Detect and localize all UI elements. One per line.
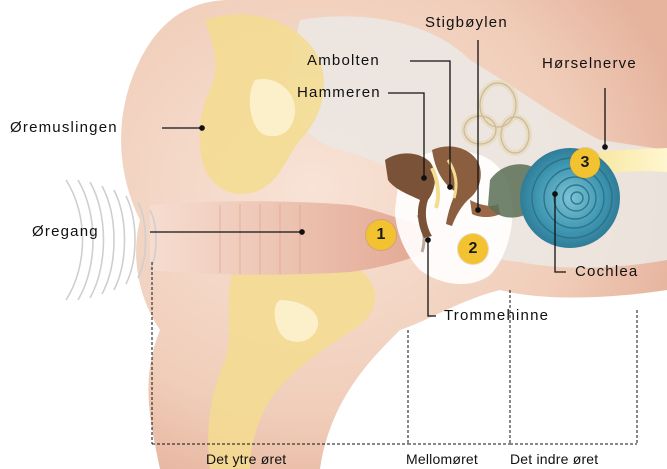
label-auditory-nerve: Hørselnerve: [542, 56, 637, 71]
label-eardrum: Trommehinne: [444, 308, 549, 323]
section-outer-ear: Det ytre øret: [206, 452, 286, 466]
label-cochlea: Cochlea: [575, 264, 638, 279]
badge-1: 1: [366, 220, 396, 250]
label-outer-ear: Øremuslingen: [10, 120, 118, 135]
label-anvil: Ambolten: [307, 53, 380, 68]
section-inner-ear: Det indre øret: [510, 452, 598, 466]
label-hammer: Hammeren: [297, 85, 381, 100]
label-stirrup: Stigbøylen: [425, 15, 508, 30]
badge-3: 3: [570, 148, 600, 178]
label-ear-canal: Øregang: [32, 224, 99, 239]
section-middle-ear: Mellomøret: [406, 452, 478, 466]
badge-2: 2: [458, 234, 488, 264]
